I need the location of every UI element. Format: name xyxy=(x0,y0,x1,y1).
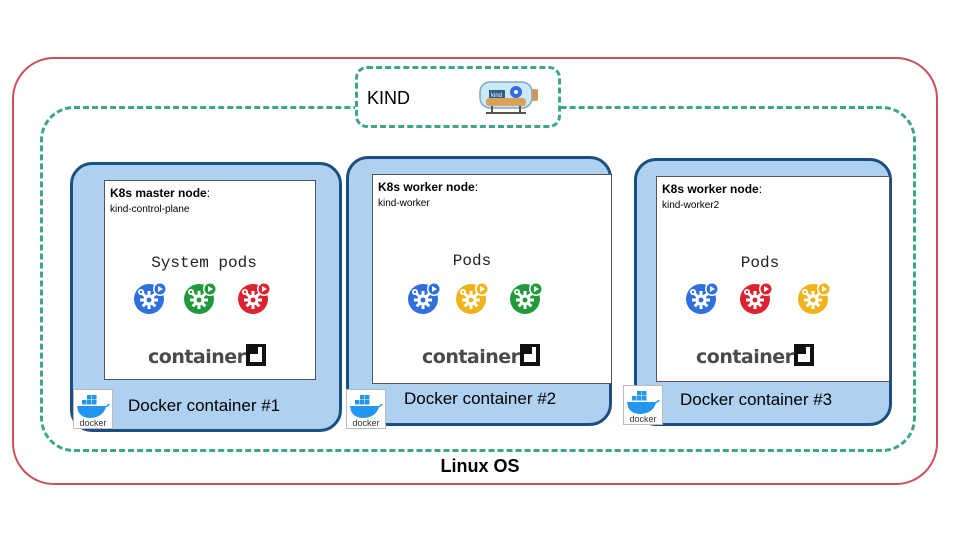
docker-container-label: Docker container #3 xyxy=(680,390,833,409)
svg-text:container: container xyxy=(422,346,521,368)
svg-text:container: container xyxy=(148,346,247,368)
pods-label: System pods xyxy=(151,254,257,272)
docker-logo-icon: docker xyxy=(73,389,113,434)
docker-container-label: Docker container #1 xyxy=(128,396,281,415)
pods-label: Pods xyxy=(452,252,492,270)
node-name: kind-control-plane xyxy=(110,204,190,215)
svg-text:docker: docker xyxy=(629,414,656,424)
pod-icon xyxy=(684,280,720,321)
containerd-logo: container xyxy=(422,344,542,373)
linux-os-label: Linux OS xyxy=(440,456,520,476)
pod-icon xyxy=(738,280,774,321)
containerd-logo: container xyxy=(148,344,268,373)
pods-label: Pods xyxy=(740,254,780,272)
k8s-node-panel xyxy=(656,176,890,382)
svg-text:container: container xyxy=(696,346,795,368)
docker-logo-icon: docker xyxy=(346,389,386,434)
pod-icon xyxy=(132,280,168,321)
docker-logo-icon: docker xyxy=(623,385,663,430)
pod-icon xyxy=(182,280,218,321)
k8s-node-panel xyxy=(372,174,612,384)
pod-icon xyxy=(236,280,272,321)
node-title: K8s master node: xyxy=(110,186,211,200)
node-title: K8s worker node: xyxy=(378,180,479,194)
pod-icon xyxy=(796,280,832,321)
pod-icon xyxy=(508,280,544,321)
kind-bottle-icon: kind xyxy=(479,81,538,114)
svg-text:docker: docker xyxy=(79,418,106,428)
kind-label: KIND xyxy=(367,88,411,108)
node-name: kind-worker xyxy=(378,198,430,209)
docker-container-label: Docker container #2 xyxy=(404,389,557,408)
node-title: K8s worker node: xyxy=(662,182,763,196)
node-name: kind-worker2 xyxy=(662,200,720,211)
pod-icon xyxy=(454,280,490,321)
svg-text:docker: docker xyxy=(352,418,379,428)
containerd-logo: container xyxy=(696,344,816,373)
k8s-node-panel xyxy=(104,180,316,380)
pod-icon xyxy=(406,280,442,321)
svg-text:kind: kind xyxy=(491,93,502,99)
linux-os-box xyxy=(12,57,938,485)
